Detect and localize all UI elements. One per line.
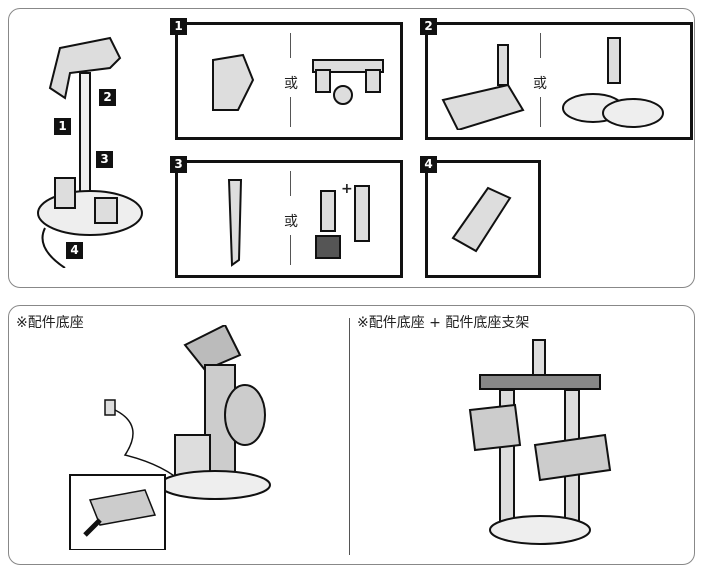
box-number-2: 2 xyxy=(420,18,437,35)
box-number-1: 1 xyxy=(170,18,187,35)
combination-tool-icon xyxy=(212,53,255,111)
divider xyxy=(290,171,291,196)
callout-4: 4 xyxy=(66,242,83,259)
or-label: 或 xyxy=(533,76,547,92)
floor-brush-icon xyxy=(441,44,525,130)
callout-2: 2 xyxy=(99,89,116,106)
divider xyxy=(540,33,541,58)
accessory-box-4 xyxy=(425,160,541,278)
divider xyxy=(290,235,291,265)
callout-1: 1 xyxy=(54,118,71,135)
divider xyxy=(540,97,541,127)
divider xyxy=(290,33,291,58)
accessory-box-2: 或 xyxy=(425,22,693,140)
accessory-box-1: 或 xyxy=(175,22,403,140)
plus-label: + xyxy=(341,181,353,197)
right-caption: ※配件底座 + 配件底座支架 xyxy=(357,315,530,331)
accessory-box-3: 或 + xyxy=(175,160,403,278)
callout-3: 3 xyxy=(96,151,113,168)
dock-illustration xyxy=(37,36,143,268)
mini-brush-icon xyxy=(315,185,370,259)
dock-with-stand-illustration xyxy=(468,339,612,545)
box-number-4: 4 xyxy=(420,156,437,173)
panel-divider xyxy=(349,318,350,555)
battery-icon xyxy=(451,186,512,253)
box-number-3: 3 xyxy=(170,156,187,173)
or-label: 或 xyxy=(284,214,298,230)
accessory-dock-illustration xyxy=(69,325,271,550)
tool-adapter-icon xyxy=(312,59,384,105)
crevice-tool-icon xyxy=(227,179,243,267)
divider xyxy=(290,97,291,127)
or-label: 或 xyxy=(284,76,298,92)
left-caption: ※配件底座 xyxy=(16,315,84,331)
mop-head-icon xyxy=(562,37,664,128)
